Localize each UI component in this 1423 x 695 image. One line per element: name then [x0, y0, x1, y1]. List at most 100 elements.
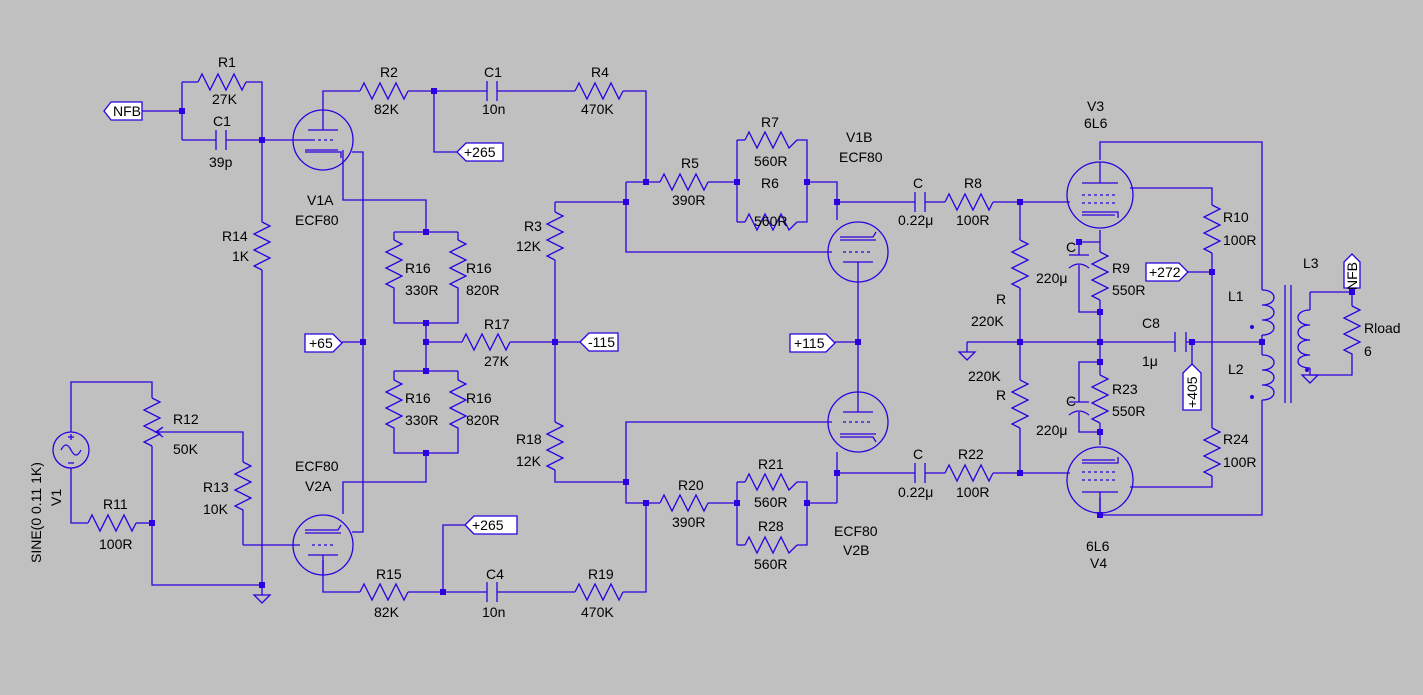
- capacitor-c4: [486, 582, 498, 602]
- resistor-r24: [1202, 427, 1222, 477]
- capacitor-c-top: [914, 192, 926, 212]
- component-label: +265: [464, 144, 496, 160]
- component-label: ECF80: [834, 523, 878, 539]
- net-flag-plus115: +115: [789, 333, 836, 353]
- resistor-r7: [744, 130, 798, 150]
- resistor-r9: [1090, 251, 1110, 301]
- component-label: +265: [472, 517, 504, 533]
- wires: [70, 81, 1353, 595]
- component-label: L3: [1303, 255, 1319, 271]
- component-label: 820R: [466, 412, 499, 428]
- capacitors: [215, 81, 1187, 602]
- resistor-r15: [359, 582, 409, 602]
- component-label: 0.22μ: [898, 484, 933, 500]
- component-label: L1: [1228, 288, 1244, 304]
- capacitor-c1-10n: [486, 81, 498, 101]
- component-label: +272: [1149, 264, 1181, 280]
- net-flag-plus265-top: +265: [456, 142, 504, 162]
- component-label: R11: [103, 496, 128, 512]
- component-label: R8: [964, 175, 982, 191]
- component-label: R: [996, 387, 1006, 403]
- component-label: 82K: [374, 101, 400, 117]
- component-label: R5: [681, 155, 699, 171]
- net-flag-nfb-out: NFB: [1343, 253, 1361, 290]
- component-label: R: [996, 291, 1006, 307]
- inductor-l3: [1297, 309, 1311, 369]
- resistor-r28: [744, 535, 798, 555]
- component-label: 550R: [1112, 403, 1145, 419]
- tubes: [292, 109, 1134, 576]
- component-label: 100R: [1223, 232, 1256, 248]
- component-label: R19: [588, 566, 614, 582]
- resistor-r5: [659, 172, 709, 192]
- component-label: R4: [591, 64, 609, 80]
- component-label: SINE(0 0.11 1K): [28, 462, 44, 563]
- net-flag-plus405: +405: [1182, 363, 1202, 411]
- component-label: R16: [405, 260, 431, 276]
- component-label: R1: [218, 54, 236, 70]
- tube-v3: [1066, 161, 1134, 229]
- resistor-r13: [233, 461, 253, 520]
- capacitor-c1-39p: [215, 130, 227, 150]
- resistor-r16a: [384, 239, 404, 312]
- component-label: 330R: [405, 412, 438, 428]
- capacitor-c8: [1174, 332, 1187, 352]
- component-label: 560R: [754, 556, 787, 572]
- component-label: 100R: [1223, 454, 1256, 470]
- component-label: 6: [1364, 343, 1372, 359]
- resistor-r16d: [448, 379, 468, 442]
- component-label: R16: [405, 390, 431, 406]
- component-label: +115: [794, 335, 825, 351]
- component-label: C1: [484, 64, 502, 80]
- component-labels: R1 27K C1 39p R2 82K C1 10n R4 470K R14 …: [28, 54, 1401, 620]
- component-label: V2A: [305, 478, 332, 494]
- component-label: 820R: [466, 282, 499, 298]
- resistor-r16c: [384, 379, 404, 442]
- inductor-l1: [1261, 289, 1275, 336]
- component-label: 100R: [956, 212, 989, 228]
- component-label: R16: [466, 260, 492, 276]
- component-label: 50K: [173, 441, 199, 457]
- capacitor-c-cathode-bottom: [1068, 401, 1090, 416]
- resistor-r19: [574, 582, 624, 602]
- component-label: 100R: [99, 536, 132, 552]
- component-label: Rload: [1364, 320, 1401, 336]
- component-label: R12: [173, 411, 199, 427]
- component-label: R2: [380, 64, 398, 80]
- component-label: R17: [484, 316, 510, 332]
- resistor-r8: [944, 192, 994, 212]
- resistor-r3: [545, 211, 565, 261]
- component-label: C4: [486, 566, 504, 582]
- component-label: V4: [1090, 555, 1107, 571]
- component-label: +405: [1184, 376, 1200, 408]
- component-label: R28: [758, 518, 784, 534]
- net-flag-minus115: -115: [579, 332, 619, 352]
- component-label: R18: [516, 431, 542, 447]
- component-label: -115: [588, 334, 615, 350]
- resistor-r11: [87, 513, 137, 533]
- resistors: [87, 72, 1362, 602]
- component-label: 560R: [754, 213, 787, 229]
- component-label: 330R: [405, 282, 438, 298]
- component-label: 390R: [672, 514, 705, 530]
- capacitor-c-bottom: [914, 463, 926, 483]
- resistor-r21: [744, 472, 798, 492]
- component-label: L2: [1228, 361, 1244, 377]
- component-label: 550R: [1112, 282, 1145, 298]
- component-label: R7: [761, 114, 779, 130]
- component-label: R13: [203, 479, 229, 495]
- component-label: R10: [1223, 209, 1249, 225]
- net-flags: NFB +265 +265 +65 -115 +115 +272 +405: [103, 101, 1361, 535]
- tube-v2b: [827, 391, 889, 453]
- component-label: 12K: [516, 453, 542, 469]
- component-label: R22: [958, 446, 984, 462]
- component-label: 6L6: [1086, 538, 1110, 554]
- net-flag-plus272: +272: [1145, 262, 1189, 282]
- component-label: ECF80: [295, 212, 339, 228]
- component-label: R24: [1223, 431, 1249, 447]
- resistor-r4: [574, 81, 624, 101]
- component-label: 560R: [754, 494, 787, 510]
- ground-icon: [252, 594, 272, 604]
- resistor-r20: [659, 493, 709, 513]
- component-label: R20: [678, 477, 704, 493]
